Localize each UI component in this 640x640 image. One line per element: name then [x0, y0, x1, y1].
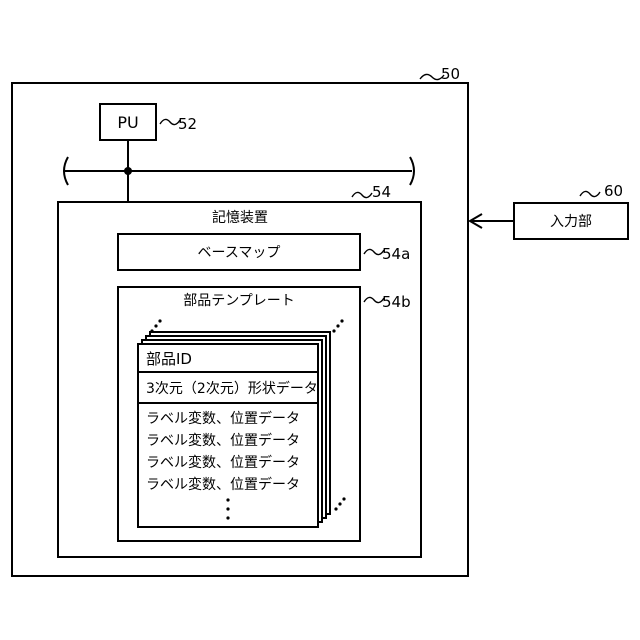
label-row: ラベル変数、位置データ — [146, 476, 300, 493]
templates-ref: 54b — [382, 293, 411, 311]
pu-ref: 52 — [178, 115, 197, 133]
base-map-ref: 54a — [382, 245, 410, 263]
input-unit-ref: 60 — [604, 182, 623, 200]
bus-junction-dot — [124, 167, 132, 175]
storage-title: 記憶装置 — [212, 209, 268, 226]
input-unit-label: 入力部 — [550, 214, 592, 230]
input-unit-leader — [580, 191, 600, 196]
label-row: ラベル変数、位置データ — [146, 454, 300, 471]
base-map-label: ベースマップ — [198, 245, 281, 261]
templates-title: 部品テンプレート — [183, 293, 295, 309]
label-row: ラベル変数、位置データ — [146, 410, 300, 427]
shape-data-label: 3次元（2次元）形状データ — [146, 380, 318, 397]
part-id-label: 部品ID — [146, 350, 192, 368]
system-ref: 50 — [441, 65, 460, 83]
label-row: ラベル変数、位置データ — [146, 432, 300, 449]
storage-ref: 54 — [372, 183, 391, 201]
pu-label: PU — [117, 113, 138, 132]
